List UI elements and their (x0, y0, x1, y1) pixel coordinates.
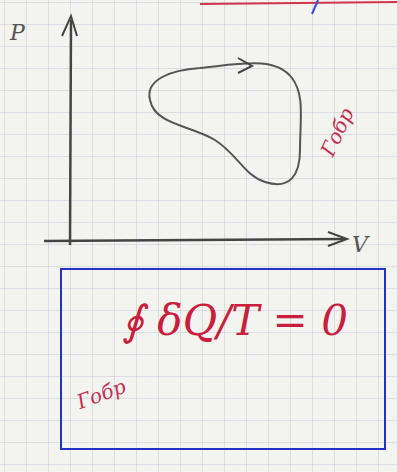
subscript-label: Гобр (73, 374, 128, 414)
axis-arrow (62, 16, 77, 36)
cycle-curve (149, 63, 301, 184)
p-axis (70, 20, 71, 245)
axis-label: V (352, 232, 368, 257)
axis-arrow (328, 232, 347, 246)
formula: ∮ δQ/T = 0 (122, 296, 348, 345)
margin-line (200, 2, 397, 4)
pen-stroke (312, 0, 318, 14)
axis-label: P (10, 20, 25, 45)
cycle-arrow (238, 58, 252, 73)
formula-box: ∮ δQ/T = 0 Гобр (60, 268, 386, 450)
v-axis (44, 239, 345, 241)
